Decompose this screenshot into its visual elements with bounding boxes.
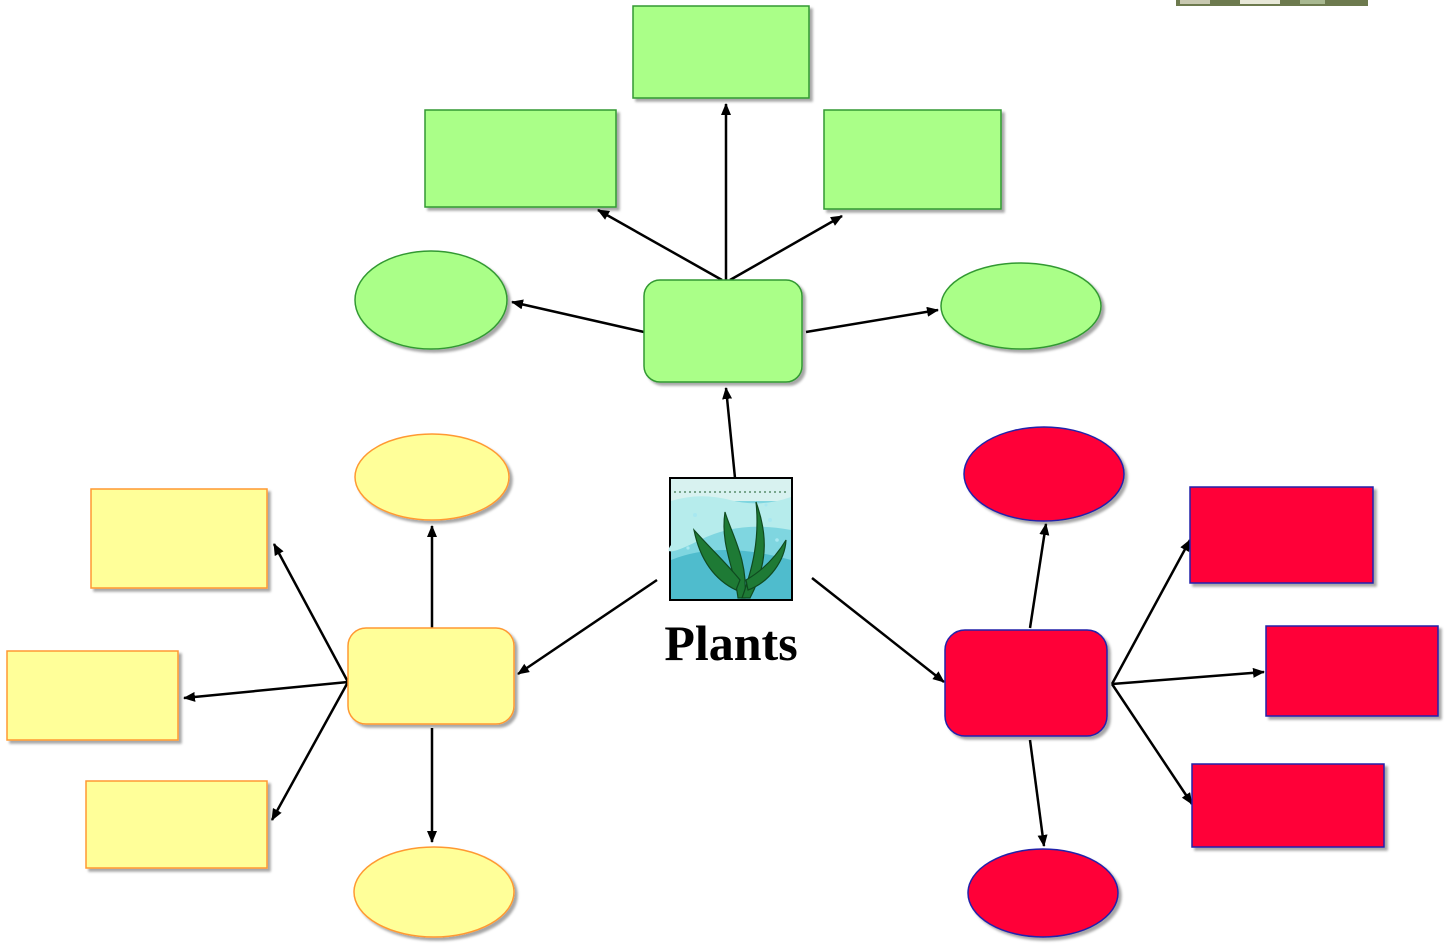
green-oval-right[interactable] <box>940 262 1102 350</box>
arrow-green-right <box>805 306 939 334</box>
arrow-green-upright <box>729 214 843 282</box>
arrow-green-left <box>511 299 645 334</box>
green-box-upper-right[interactable] <box>823 109 1002 210</box>
yellow-box-upper-left[interactable] <box>90 488 268 589</box>
yellow-hub[interactable] <box>347 627 515 725</box>
red-oval-bottom[interactable] <box>967 848 1119 938</box>
arrow-green-upleft <box>597 208 723 282</box>
arrow-red-downright <box>1110 683 1194 805</box>
arrow-yellow-upleft <box>272 543 350 683</box>
arrow-center-to-yellow <box>517 578 658 676</box>
arrow-red-up <box>1028 523 1050 629</box>
red-box-right[interactable] <box>1265 625 1439 717</box>
center-label: Plants <box>664 615 797 671</box>
yellow-box-left[interactable] <box>6 650 179 741</box>
red-box-upper-right[interactable] <box>1189 486 1374 584</box>
green-oval-left[interactable] <box>354 250 508 350</box>
yellow-oval-top[interactable] <box>354 433 510 521</box>
arrow-yellow-downleft <box>270 681 350 821</box>
photo-thumbnail <box>1176 0 1368 6</box>
yellow-oval-bottom[interactable] <box>353 846 515 938</box>
red-box-lower-right[interactable] <box>1191 763 1385 848</box>
yellow-box-lower-left[interactable] <box>85 780 268 869</box>
seaweed-plant-icon <box>668 477 793 601</box>
arrow-red-right <box>1111 667 1265 686</box>
green-hub[interactable] <box>643 279 803 383</box>
green-box-top[interactable] <box>632 5 810 99</box>
arrow-red-upright <box>1110 539 1192 685</box>
red-hub[interactable] <box>944 629 1108 737</box>
green-box-upper-left[interactable] <box>424 109 617 208</box>
arrow-red-down <box>1028 739 1048 847</box>
arrow-center-to-green <box>722 387 737 479</box>
arrow-center-to-red <box>811 577 945 683</box>
red-oval-top[interactable] <box>963 426 1125 522</box>
arrow-yellow-left <box>183 680 349 702</box>
